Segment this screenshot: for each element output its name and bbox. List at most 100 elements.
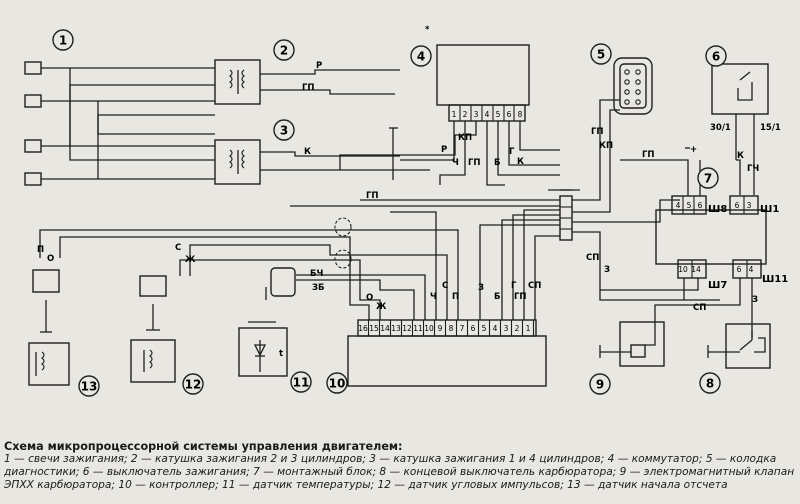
connector-sh8: [671, 195, 707, 215]
commutator-pin: 8: [518, 110, 523, 119]
component-number-count-start-sensor: 13: [78, 375, 100, 397]
controller-pin: 1: [526, 324, 531, 333]
controller-pin: 5: [482, 324, 487, 333]
diagnostic-connector: [613, 57, 653, 115]
wire-label-t_bch: БЧ: [310, 269, 323, 279]
spark-plug-3: [24, 139, 42, 153]
wire-label-c_s: С: [442, 281, 448, 291]
component-number-controller: 10: [326, 372, 348, 394]
wire-label-coil3_k: К: [304, 147, 311, 157]
mounting-block: [655, 195, 767, 279]
wire-label-diag_kp: КП: [599, 141, 613, 151]
svg-text:6: 6: [712, 50, 720, 64]
controller-pin: 8: [449, 324, 454, 333]
svg-text:10: 10: [329, 377, 346, 391]
wire-label-c_p: П: [452, 292, 459, 302]
component-number-spark-plugs: 1: [52, 29, 74, 51]
component-number-coil-1-4: 3: [273, 119, 295, 141]
component-number-diag-connector: 5: [590, 43, 612, 65]
svg-text:12: 12: [185, 378, 202, 392]
svg-text:2: 2: [280, 44, 288, 58]
component-number-epxx-valve: 9: [589, 373, 611, 395]
component-number-carb-limit-switch: 8: [699, 372, 721, 394]
svg-text:8: 8: [706, 377, 714, 391]
caption-legend: 1 — свечи зажигания; 2 — катушка зажиган…: [4, 453, 795, 491]
angle-pulse-sensor: [130, 275, 176, 383]
commutator-pin: 1: [452, 110, 457, 119]
wire-label-ign_30: 30/1: [710, 123, 731, 133]
controller-pin: 15: [369, 324, 379, 333]
wire-label-s13_o: О: [47, 254, 54, 264]
ignition-coil-3: [214, 139, 261, 185]
wire-label-comm_r: Р: [441, 145, 447, 155]
svg-text:5: 5: [597, 48, 605, 62]
component-number-angle-pulse-sensor: 12: [182, 373, 204, 395]
svg-text:13: 13: [81, 380, 98, 394]
wire-label-coil2_r: Р: [316, 61, 322, 71]
wire-label-plus: +: [690, 145, 697, 155]
svg-text:9: 9: [596, 378, 604, 392]
wire-label-t_zb: ЗБ: [312, 283, 325, 293]
wire-label-c_z: З: [478, 283, 484, 293]
block-pin-sh7: 10: [678, 265, 688, 274]
temperature-sensor: [238, 267, 296, 377]
commutator-pin: 5: [496, 110, 501, 119]
spark-plug-2: [24, 94, 42, 108]
controller-pin: 7: [460, 324, 465, 333]
controller-pin: 11: [413, 324, 423, 333]
wire-label-c_zh: Ж: [376, 302, 387, 312]
svg-text:4: 4: [417, 50, 425, 64]
wire-label-c_b: Б: [494, 292, 500, 302]
controller-pin: 2: [515, 324, 520, 333]
wire-label-s12_zh: Ж: [185, 255, 196, 265]
wire-label-comm_gp: ГП: [468, 158, 481, 168]
connector-label-sh1: Ш1: [760, 204, 779, 215]
wire-label-s12_s: С: [175, 243, 181, 253]
block-pin-sh8: 4: [676, 201, 681, 210]
controller-pin: 10: [424, 324, 434, 333]
block-pin-sh8: 5: [687, 201, 692, 210]
connector-label-sh7: Ш7: [708, 280, 727, 291]
block-pin-sh11: 6: [737, 265, 742, 274]
wire-label-c_ch: Ч: [430, 292, 437, 302]
controller-pin: 14: [380, 324, 390, 333]
component-number-commutator: 4: [410, 45, 432, 67]
wire-label-w11_sp: СП: [693, 303, 706, 313]
asterisk-mark: *: [425, 25, 430, 35]
component-number-ignition-switch: 6: [705, 45, 727, 67]
wire-label-s13_p: П: [37, 245, 44, 255]
spark-plugs: [24, 61, 215, 186]
spark-plug-1: [24, 61, 42, 75]
wire-label-c_o: О: [366, 293, 373, 303]
commutator-pin: 2: [463, 110, 468, 119]
wire-label-comm_ch: Ч: [452, 158, 459, 168]
controller-pin: 4: [493, 324, 498, 333]
wire-label-ign_gch: ГЧ: [747, 164, 759, 174]
controller-pin: 3: [504, 324, 509, 333]
commutator-pin: 6: [507, 110, 512, 119]
component-number-temp-sensor: 11: [290, 371, 312, 393]
wire-label-w7_sp: СП: [586, 253, 599, 263]
connector-label-sh8: Ш8: [708, 204, 727, 215]
wire-label-comm_k: К: [517, 157, 524, 167]
block-pin-sh7: 14: [691, 265, 701, 274]
controller-pin: 9: [438, 324, 443, 333]
count-start-sensor: [28, 269, 70, 386]
wire-label-c_sp: СП: [528, 281, 541, 291]
commutator-pin: 4: [485, 110, 490, 119]
spark-plug-4: [24, 172, 42, 186]
block-pin-sh1: 3: [747, 201, 752, 210]
controller-pin: 12: [402, 324, 412, 333]
epxx-valve: [599, 321, 665, 367]
controller-pin: 16: [358, 324, 368, 333]
commutator-pin: 3: [474, 110, 479, 119]
wire-label-ign_15: 15/1: [760, 123, 781, 133]
wire-label-coil2_gp: ГП: [302, 83, 315, 93]
wire-label-c_g: Г: [511, 281, 517, 291]
wire-label-w7_z: З: [604, 265, 610, 275]
